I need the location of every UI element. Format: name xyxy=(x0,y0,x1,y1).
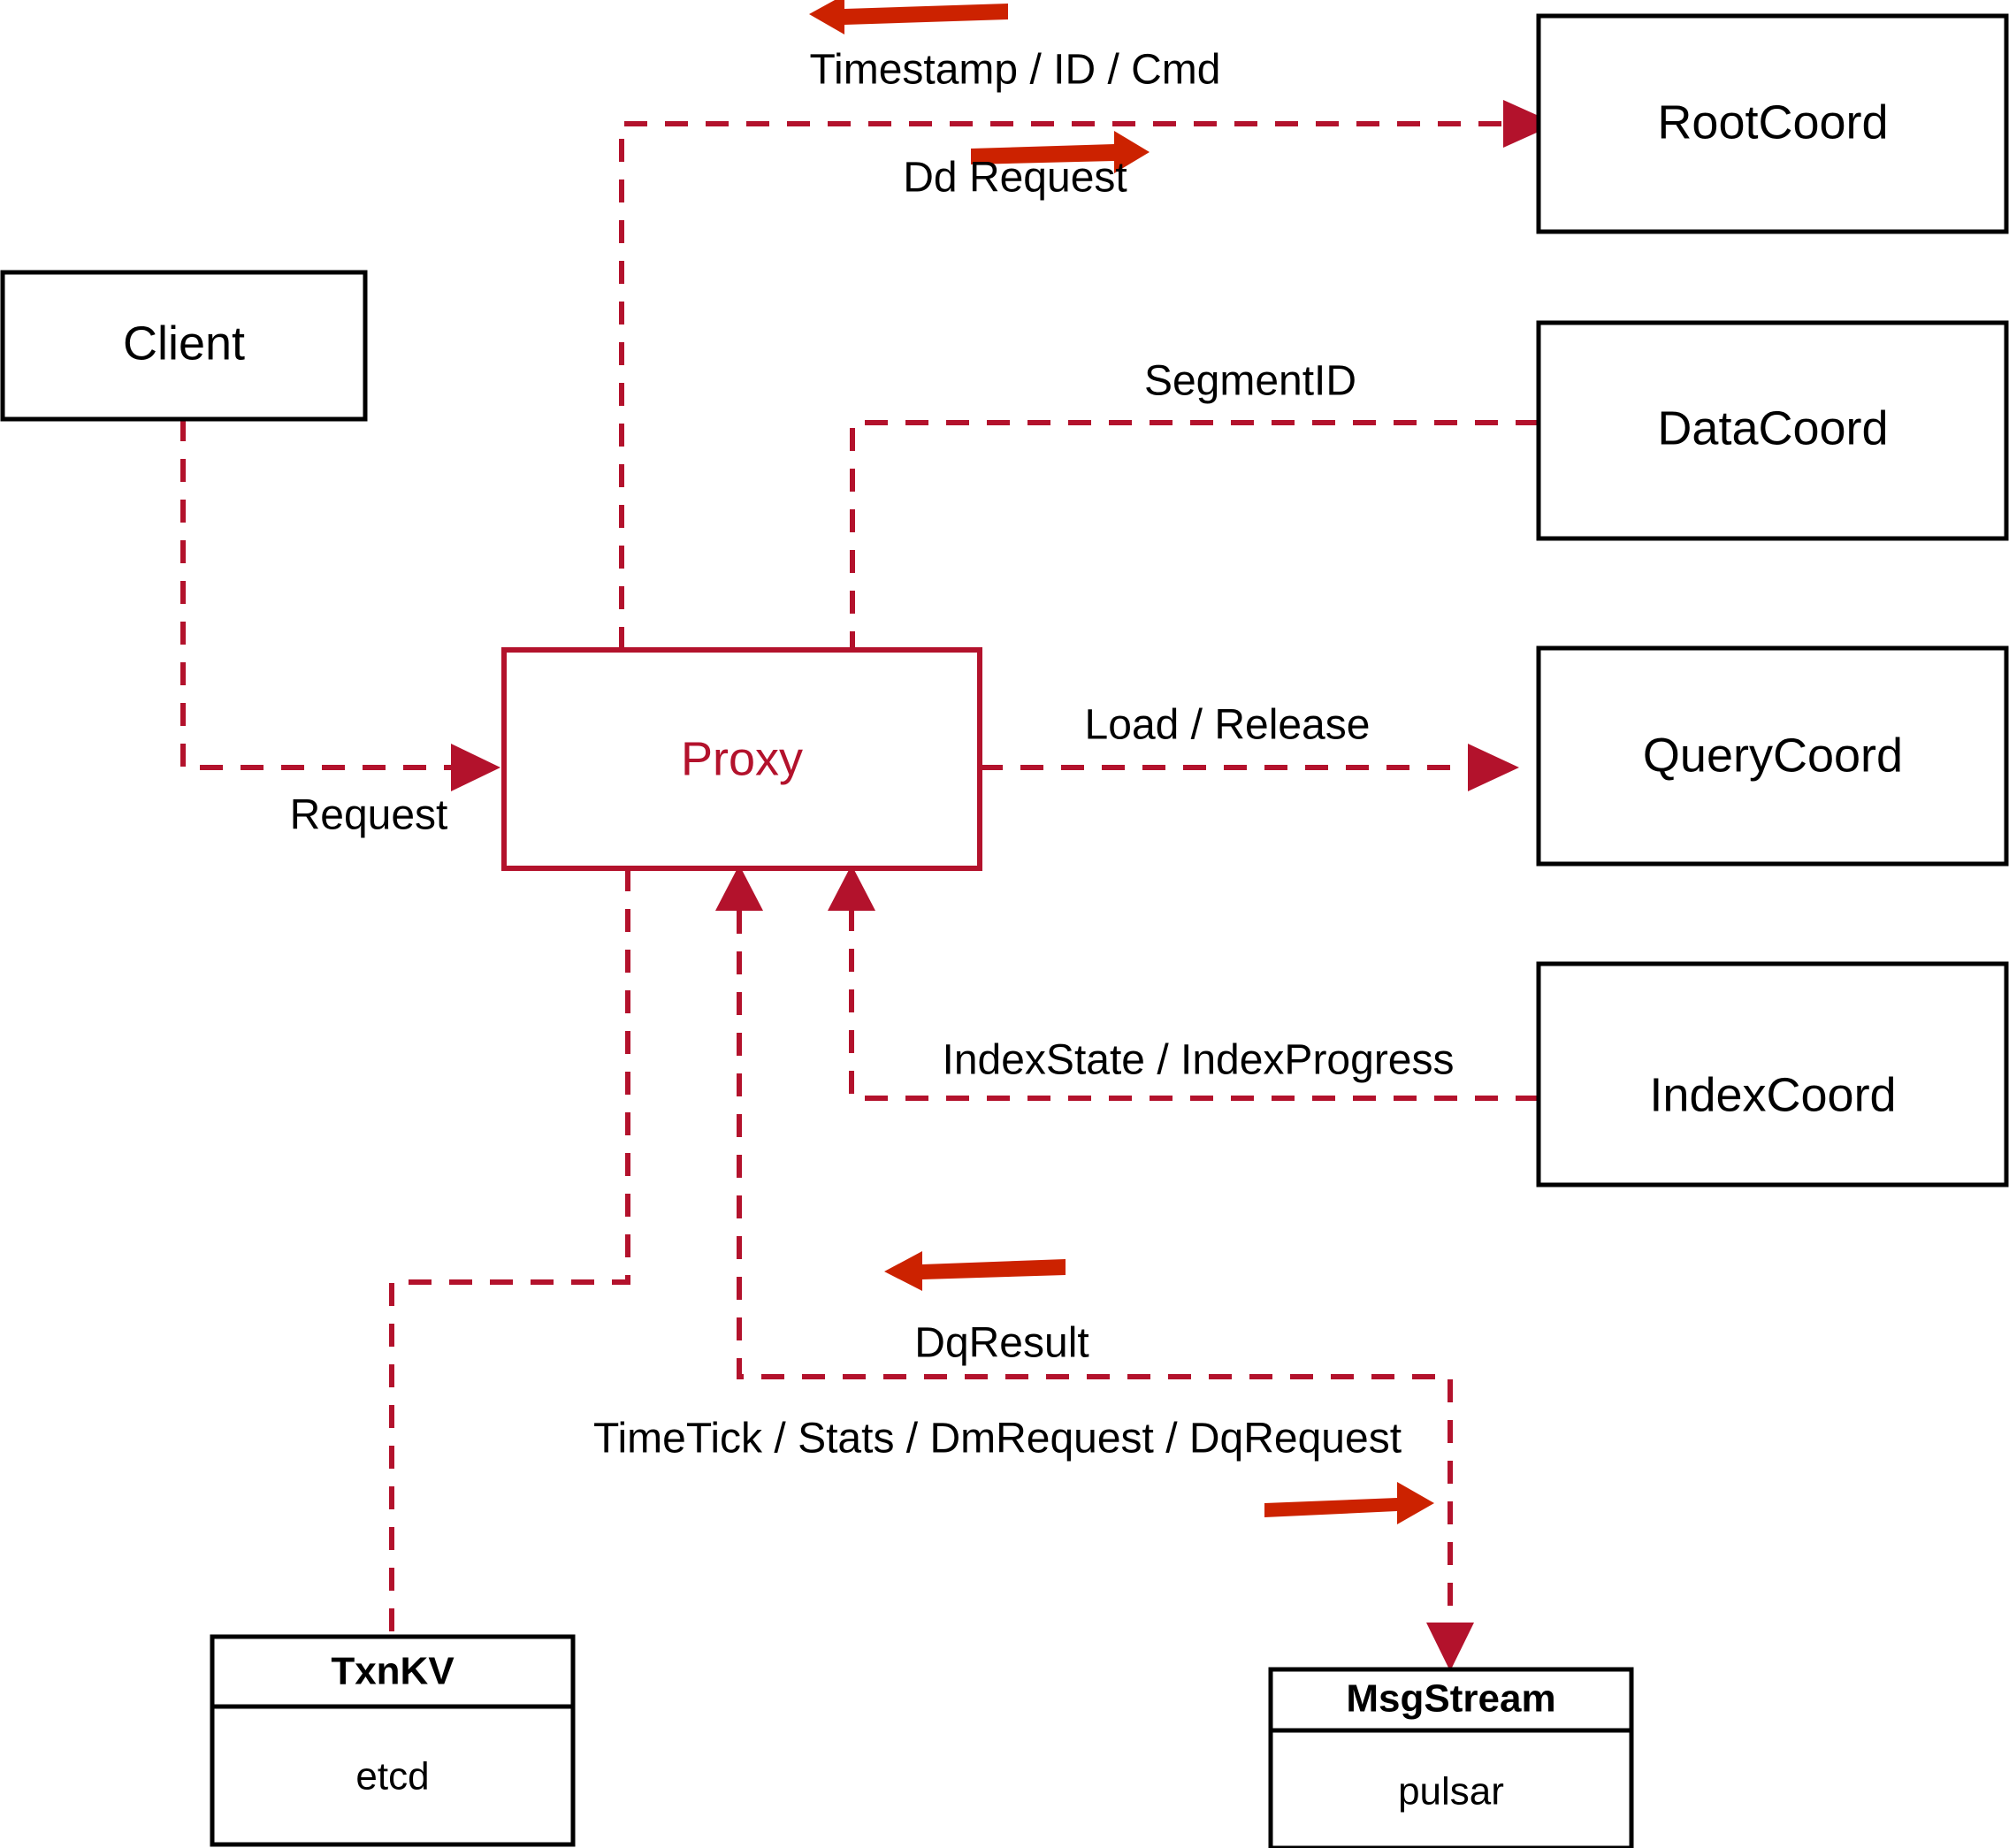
node-txnkv[interactable]: TxnKV etcd xyxy=(210,1634,576,1847)
edge-path-proxy-msgstream xyxy=(737,911,1453,1623)
edge-arrowhead-proxy-left xyxy=(451,744,500,791)
edge-arrowhead-querycoord xyxy=(1468,744,1519,791)
edge-proxy-querycoord xyxy=(980,744,1519,791)
node-txnkv-box[interactable] xyxy=(210,1634,576,1847)
edge-proxy-msgstream xyxy=(715,865,1474,1671)
node-rootcoord[interactable]: RootCoord xyxy=(1536,13,2009,234)
edge-path-datacoord-proxy xyxy=(850,420,1539,650)
edge-label-timestamp-id-cmd: Timestamp / ID / Cmd xyxy=(810,47,1221,94)
edge-label-index-state-progress: IndexState / IndexProgress xyxy=(943,1037,1455,1084)
node-querycoord-box[interactable] xyxy=(1536,645,2009,867)
node-datacoord-box[interactable] xyxy=(1536,320,2009,541)
node-indexcoord-label: IndexCoord xyxy=(1649,1068,1896,1121)
node-proxy-box[interactable] xyxy=(501,647,982,871)
edge-client-proxy xyxy=(180,418,500,791)
edge-label-timetick-stats: TimeTick / Stats / DmRequest / DqRequest xyxy=(593,1416,1402,1462)
edge-label-request: Request xyxy=(290,792,448,839)
edge-path-client-proxy xyxy=(180,418,451,770)
direction-arrow-timetick xyxy=(1264,1482,1434,1524)
edge-arrowhead-rootcoord xyxy=(1503,100,1556,148)
edge-arrowhead-msgstream-top xyxy=(1426,1623,1474,1671)
edge-label-load-release: Load / Release xyxy=(1085,702,1371,749)
node-rootcoord-label: RootCoord xyxy=(1657,95,1888,149)
node-msgstream-title: MsgStream xyxy=(1346,1677,1555,1721)
node-querycoord[interactable]: QueryCoord xyxy=(1536,645,2009,867)
direction-arrow-dqresult xyxy=(884,1251,1066,1291)
node-txnkv-title: TxnKV xyxy=(331,1650,455,1693)
node-msgstream-box[interactable] xyxy=(1268,1667,1634,1848)
direction-arrow-dd-request xyxy=(971,131,1150,173)
node-proxy-label: Proxy xyxy=(681,732,803,785)
edge-indexcoord-proxy xyxy=(828,865,1539,1101)
edge-arrowhead-proxy-bottom-left xyxy=(715,865,763,911)
node-txnkv-body: etcd xyxy=(355,1755,429,1798)
node-datacoord[interactable]: DataCoord xyxy=(1536,320,2009,541)
edge-path-proxy-rootcoord xyxy=(619,121,1503,650)
node-rootcoord-box[interactable] xyxy=(1536,13,2009,234)
node-msgstream-body: pulsar xyxy=(1398,1770,1504,1814)
edge-path-proxy-txnkv xyxy=(389,868,630,1634)
edge-arrowhead-proxy-bottom-right xyxy=(828,865,875,911)
node-proxy[interactable]: Proxy xyxy=(501,647,982,871)
node-msgstream[interactable]: MsgStream pulsar xyxy=(1268,1667,1634,1848)
direction-arrow-timestamp xyxy=(809,0,1008,34)
node-client-label: Client xyxy=(123,317,245,370)
node-client-box[interactable] xyxy=(0,270,368,422)
node-indexcoord[interactable]: IndexCoord xyxy=(1536,961,2009,1187)
node-querycoord-label: QueryCoord xyxy=(1643,729,1903,782)
edge-label-dq-result: DqResult xyxy=(914,1320,1089,1367)
node-datacoord-label: DataCoord xyxy=(1657,401,1888,454)
edge-label-dd-request: Dd Request xyxy=(903,155,1127,202)
node-indexcoord-box[interactable] xyxy=(1536,961,2009,1187)
node-client[interactable]: Client xyxy=(0,270,368,422)
edge-proxy-txnkv xyxy=(389,868,630,1634)
edge-label-segment-id: SegmentID xyxy=(1144,358,1356,405)
